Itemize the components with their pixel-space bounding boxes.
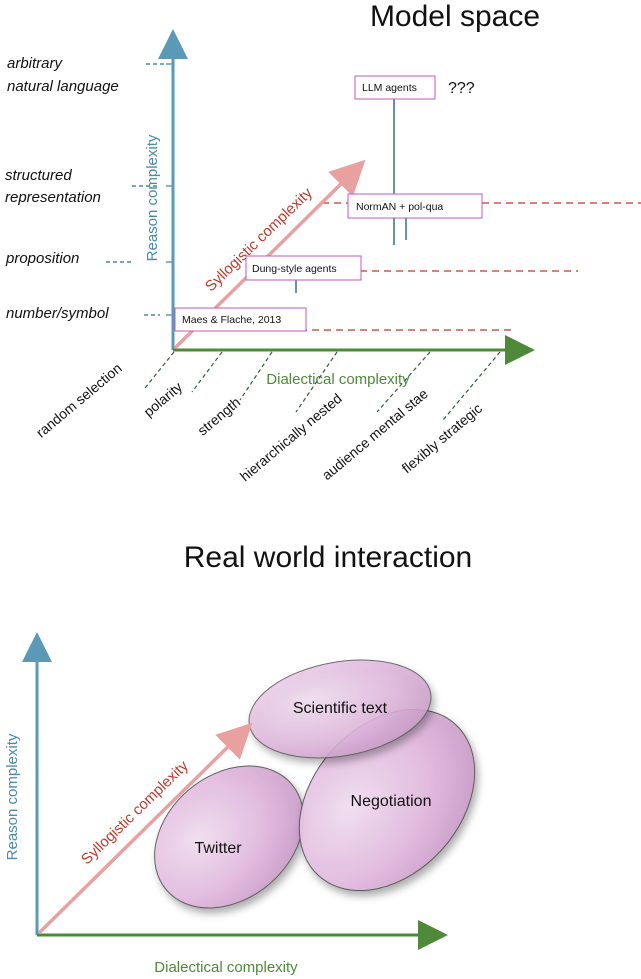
x-dash-hierarchical [295,351,338,413]
x-dash-random [144,351,175,389]
y-level-structured-1: structured [5,167,72,184]
region-label-scientific: Scientific text [293,700,388,717]
region-twitter [154,765,304,909]
y-level-proposition: proposition [5,250,79,267]
x-dash-audience [376,351,431,413]
real-world-title: Real world interaction [184,541,472,574]
bottom-diag-axis [37,722,253,935]
top-y-axis-label: Reason complexity [144,134,161,261]
model-label-llm: LLM agents [362,82,417,94]
x-level-random: random selection [33,360,125,441]
region-label-negotiation: Negotiation [351,793,432,810]
llm-question-marks: ??? [448,80,475,97]
x-dash-strength [239,351,273,401]
y-level-arbitrary-1: arbitrary [7,55,64,72]
y-level-arbitrary-2: natural language [7,78,119,95]
bottom-x-axis-label: Dialectical complexity [154,959,298,976]
y-level-number-symbol: number/symbol [6,305,109,322]
model-box-maes: Maes & Flache, 2013 [174,307,307,332]
model-box-llm: LLM agents [354,75,436,100]
x-dash-polarity [191,351,223,393]
bottom-y-axis-label: Reason complexity [4,733,21,860]
model-label-maes: Maes & Flache, 2013 [182,314,281,326]
model-box-dung: Dung-style agents [245,255,362,281]
x-level-strength: strength [194,394,243,439]
model-label-normAN: NormAN + pol-qua [356,201,443,213]
top-x-axis-label: Dialectical complexity [266,371,410,388]
y-level-structured-2: representation [5,189,101,206]
model-label-dung: Dung-style agents [252,263,337,275]
region-label-twitter: Twitter [194,840,242,857]
model-space-title: Model space [370,0,540,33]
x-dash-flexible [442,351,501,421]
model-box-normAN: NormAN + pol-qua [347,193,483,219]
